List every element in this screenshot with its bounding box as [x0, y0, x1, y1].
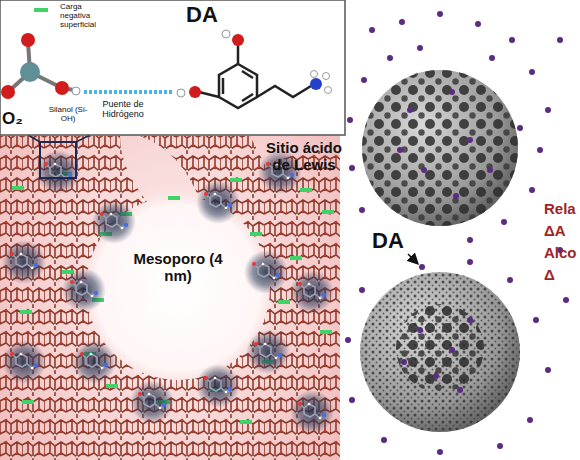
cut-text: Alco	[544, 244, 580, 261]
molecule-label: DA	[372, 228, 408, 253]
silanol-label: Silanol (Si-OH)	[46, 106, 90, 124]
inset-box: DA Puente de Hidrógeno Silanol (Si-OH) O₂	[0, 0, 345, 135]
bond-label: Puente de Hidrógeno	[96, 100, 150, 120]
formula-label: O₂	[2, 110, 34, 129]
legend-swatch	[34, 8, 48, 12]
cut-text: Rela	[544, 200, 580, 217]
legend-text: Carga negativa superficial	[60, 3, 108, 29]
molecule-name: DA	[186, 3, 226, 27]
site-label: Sitio ácido de Lewis	[256, 139, 352, 174]
cut-text: Δ	[544, 266, 580, 283]
pore-label: Mesoporo (4 nm)	[128, 250, 228, 285]
cut-text: ΔA	[544, 222, 580, 239]
